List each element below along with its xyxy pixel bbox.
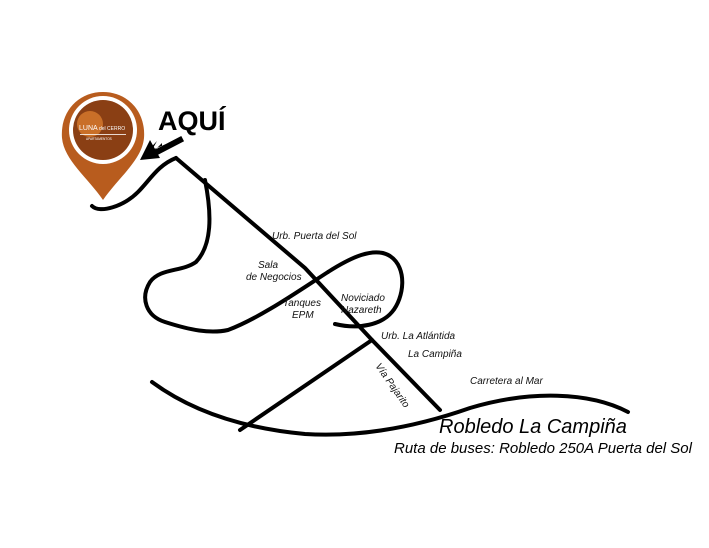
label-tanques-line2: EPM — [292, 310, 314, 321]
label-robledo-la-campina: Robledo La Campiña — [439, 416, 627, 438]
location-pin: LUNA del CERRO APARTAMENTOS — [61, 92, 145, 200]
road-noviciado-loop — [326, 250, 405, 329]
logo-divider — [80, 134, 126, 135]
road-pin-hook — [90, 156, 178, 212]
label-noviciado-line2: Nazareth — [341, 305, 382, 316]
label-urb-puerta-del-sol: Urb. Puerta del Sol — [272, 231, 357, 242]
label-la-campina: La Campiña — [408, 349, 462, 360]
moon-icon — [77, 111, 103, 137]
label-carretera-al-mar: Carretera al Mar — [470, 376, 543, 387]
logo-tagline: APARTAMENTOS — [86, 137, 112, 141]
label-urb-la-atlantida: Urb. La Atlántida — [381, 331, 456, 342]
logo-name-part1: LUNA — [79, 125, 98, 132]
here-arrow-shaft — [150, 135, 185, 158]
road-via-pajarito — [238, 338, 374, 432]
here-label: AQUÍ — [158, 105, 227, 136]
label-ruta-buses: Ruta de buses: Robledo 250A Puerta del S… — [394, 440, 693, 457]
here-arrow-head — [140, 140, 160, 160]
label-noviciado-line1: Noviciado — [341, 293, 385, 304]
road-left-loop — [143, 178, 330, 334]
label-sala-line1: Sala — [258, 260, 278, 271]
road-carretera-al-mar — [150, 380, 630, 437]
label-tanques-line1: Tanques — [283, 298, 321, 309]
label-via-pajarito: Vía Pajarito — [373, 361, 412, 410]
road-puerta-del-sol — [174, 156, 442, 412]
label-sala-line2: de Negocios — [246, 272, 302, 283]
logo-name-part2: del CERRO — [99, 126, 125, 132]
